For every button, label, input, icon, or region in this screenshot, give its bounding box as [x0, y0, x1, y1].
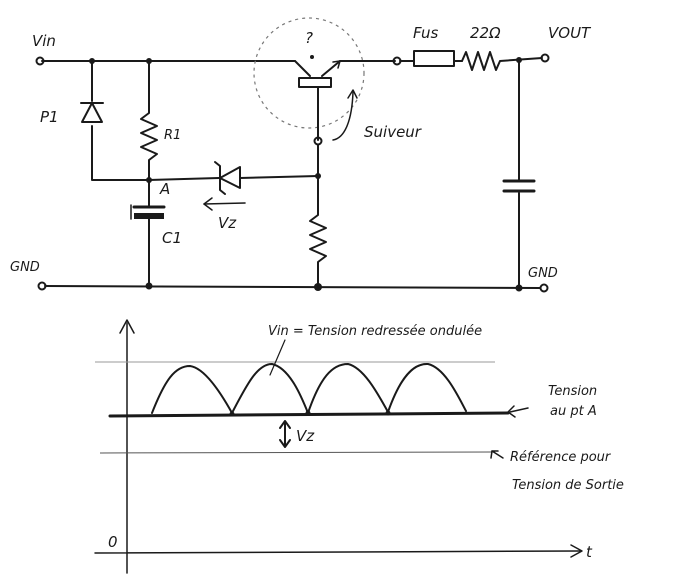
resistor-22-ohm [461, 51, 543, 71]
zener-bar [214, 161, 226, 195]
r1-label: R1 [164, 128, 181, 143]
resistor-base-bias [309, 144, 327, 287]
vin-label: Vin [32, 32, 56, 50]
vout-terminal [540, 53, 550, 63]
question-label: ? [305, 29, 313, 47]
tension-pt-a-arrowhead [507, 405, 516, 418]
vz-span-arrowheads [279, 420, 291, 448]
ripple-node [385, 410, 391, 416]
resistor-value-label: 22Ω [470, 24, 501, 42]
fus-label: Fus [413, 24, 439, 42]
reference-line2: Tension de Sortie [512, 478, 624, 493]
ripple-waveform [151, 362, 467, 414]
waveform-sketch [94, 319, 583, 574]
origin-label: 0 [108, 533, 118, 551]
reference-arrowhead [490, 450, 499, 459]
p1-label: P1 [40, 108, 59, 126]
emitter-arrow [332, 60, 341, 69]
junction-dot [145, 282, 153, 290]
diode-p1-wire [91, 60, 150, 181]
junction-dot [315, 173, 321, 179]
output-capacitor [502, 179, 536, 193]
transistor-base [298, 77, 332, 88]
gnd-left-label: GND [10, 260, 40, 275]
vout-label: VOUT [548, 24, 592, 42]
c1-plate-bottom [134, 213, 164, 219]
tension-pt-a-line1: Tension [548, 384, 597, 399]
reference-line [99, 451, 496, 454]
node-a-label: A [159, 180, 170, 198]
junction-dot [314, 283, 322, 291]
tension-pt-a-pointer [509, 407, 529, 413]
vz-label: Vz [218, 214, 237, 232]
resistor-r1 [140, 60, 158, 181]
gnd-right-label: GND [528, 266, 558, 281]
zener-wire [148, 175, 319, 181]
vz-arrow [203, 202, 246, 205]
suiveur-pointer-head [347, 89, 358, 99]
reference-line1: Référence pour [510, 450, 612, 465]
follower-highlight-circle [253, 17, 365, 129]
tension-pt-a-line2: au pt A [550, 404, 597, 419]
ripple-node [305, 410, 311, 416]
junction-dot [515, 284, 523, 292]
question-dot [310, 55, 314, 59]
vz-span-label: Vz [296, 427, 315, 445]
vz-arrowhead [203, 197, 213, 211]
ripple-node [229, 411, 235, 417]
circuit [35, 17, 550, 293]
diode-p1 [80, 102, 104, 123]
t-axis-label: t [586, 543, 593, 561]
vin-note-pointer [269, 339, 286, 376]
ground-wire [44, 285, 541, 289]
time-axis-arrowhead [570, 544, 583, 558]
gnd-left-terminal [37, 281, 47, 291]
reference-pointer [491, 450, 504, 459]
zener-diode [219, 166, 241, 189]
transistor-emitter [321, 60, 341, 77]
vin-note-label: Vin = Tension redressée ondulée [268, 324, 482, 339]
gnd-right-terminal [539, 283, 549, 293]
vin-terminal [35, 56, 45, 66]
time-axis [94, 550, 581, 554]
voltage-axis-arrowhead [119, 319, 135, 334]
transistor-collector [294, 60, 311, 77]
c1-label: C1 [162, 229, 182, 247]
suiveur-label: Suiveur [364, 123, 422, 141]
fuse [413, 50, 455, 67]
suiveur-pointer [332, 91, 354, 141]
